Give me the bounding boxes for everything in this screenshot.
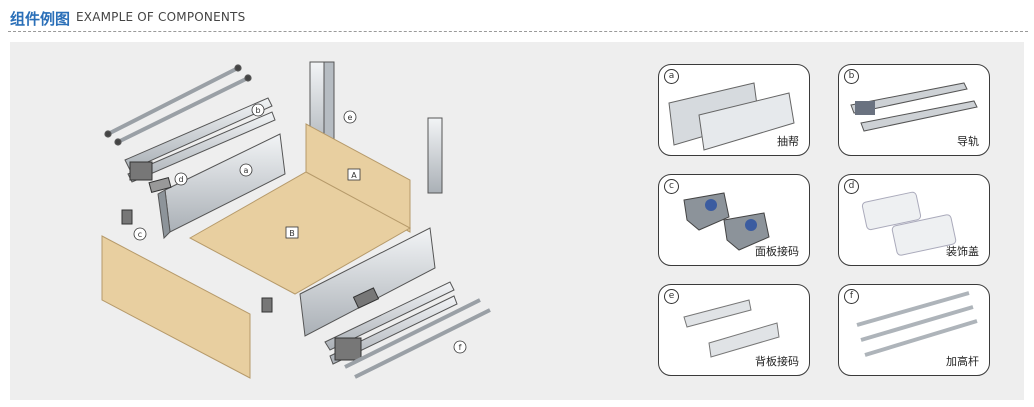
header: 组件例图 EXAMPLE OF COMPONENTS: [0, 0, 1034, 34]
component-card-e: e 背板接码: [658, 284, 810, 376]
title-english: EXAMPLE OF COMPONENTS: [76, 10, 246, 24]
card-label-e: 背板接码: [755, 355, 799, 368]
callout-B: B: [285, 226, 299, 239]
component-card-f: f 加高杆: [838, 284, 990, 376]
card-letter-f: f: [844, 289, 859, 304]
drawer-side-front: [299, 227, 436, 337]
callout-b: b: [251, 103, 265, 117]
component-card-c: c 面板接码: [658, 174, 810, 266]
title-chinese: 组件例图: [10, 10, 71, 28]
callout-a: a: [239, 163, 253, 177]
back-connector-right: [427, 117, 443, 194]
dashed-divider: [8, 31, 1028, 32]
callout-A: A: [347, 168, 361, 181]
card-letter-e: e: [664, 289, 679, 304]
card-label-f: 加高杆: [946, 355, 979, 368]
bottom-board: [188, 171, 412, 295]
callout-d: d: [174, 172, 188, 186]
component-card-b: b 导轨: [838, 64, 990, 156]
card-letter-a: a: [664, 69, 679, 84]
card-label-a: 抽帮: [777, 135, 799, 148]
slide-rail-top: [124, 97, 276, 183]
decorative-cover: [148, 176, 172, 194]
gallery-rail-icon: [856, 291, 978, 357]
card-letter-b: b: [844, 69, 859, 84]
slide-rail-icon: [850, 82, 978, 132]
front-panel-connector-icon: [683, 192, 770, 251]
front-connector-left: [121, 209, 133, 225]
front-connector-right: [261, 297, 273, 313]
card-label-b: 导轨: [957, 135, 979, 148]
gallery-rail-front: [344, 298, 491, 379]
component-card-d: d 装饰盖: [838, 174, 990, 266]
component-card-a: a 抽帮: [658, 64, 810, 156]
svg-text:e: e: [348, 113, 353, 122]
callout-c: c: [133, 227, 147, 241]
callout-b-text: b: [255, 106, 260, 115]
svg-text:d: d: [178, 175, 183, 184]
card-letter-c: c: [664, 179, 679, 194]
slide-rail-front: [324, 281, 458, 365]
card-label-d: 装饰盖: [946, 245, 979, 258]
callout-e: e: [343, 110, 357, 124]
svg-text:f: f: [459, 343, 462, 352]
content-panel: b a d e A: [10, 42, 1024, 400]
callout-f: f: [453, 340, 467, 354]
svg-text:c: c: [138, 230, 142, 239]
exploded-drawer-diagram: b a d e A: [101, 61, 491, 379]
gallery-rail-top: [104, 64, 252, 146]
svg-text:B: B: [289, 229, 295, 238]
card-letter-d: d: [844, 179, 859, 194]
svg-text:A: A: [351, 171, 357, 180]
decorative-cover-icon: [861, 191, 957, 256]
front-board: [101, 235, 251, 379]
drawer-side-back: [157, 133, 286, 240]
svg-text:a: a: [244, 166, 249, 175]
drawer-side-icon: [668, 82, 795, 151]
back-panel-connector-icon: [683, 299, 780, 358]
card-label-c: 面板接码: [755, 245, 799, 258]
